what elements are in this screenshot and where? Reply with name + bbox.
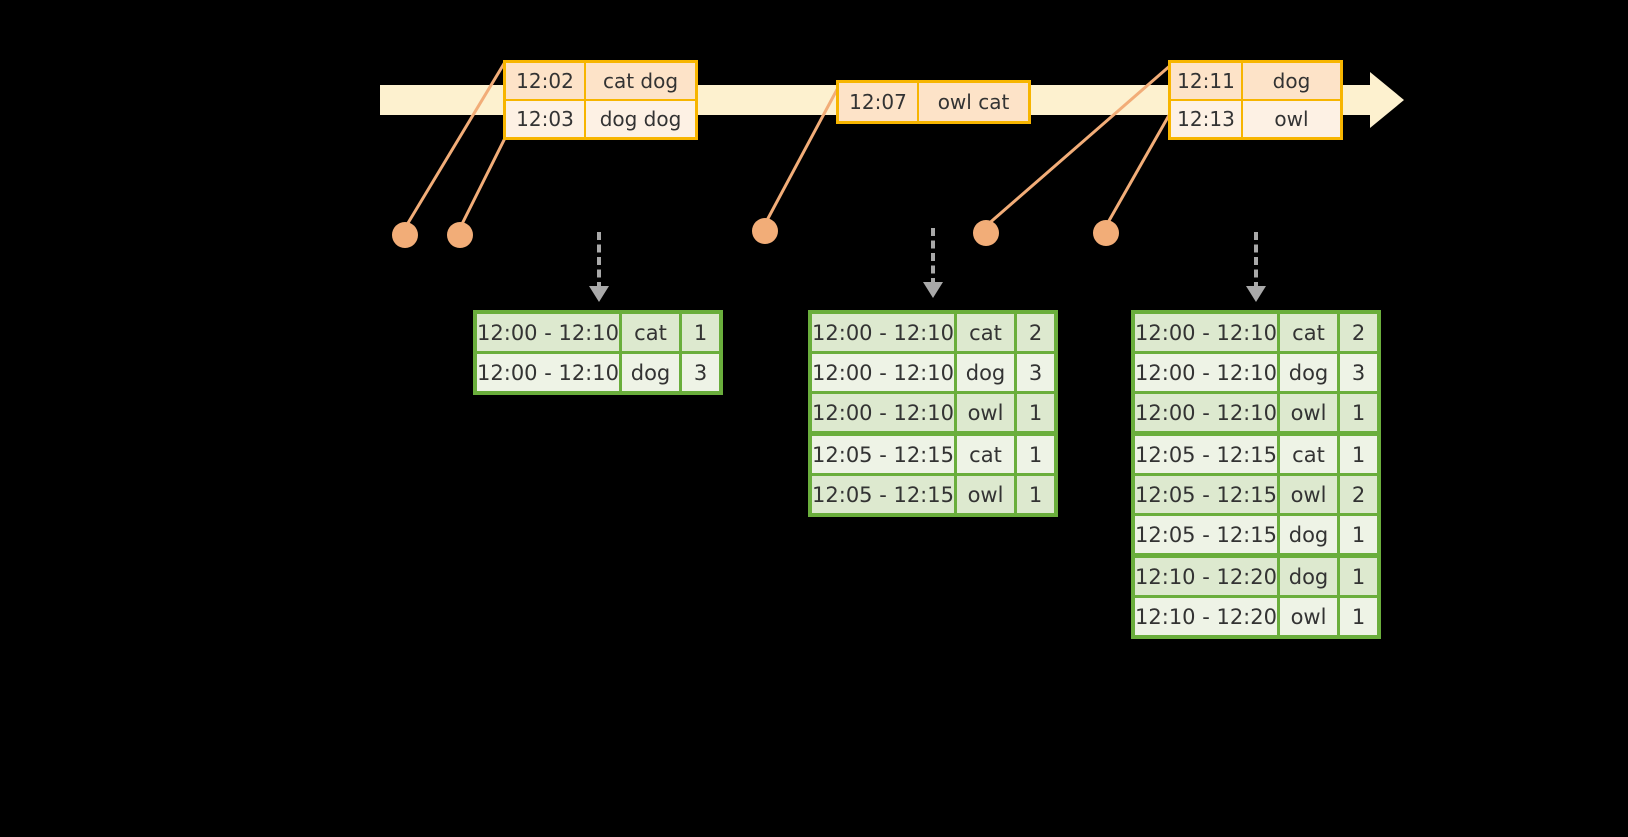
cell-count: 1: [1017, 436, 1054, 473]
cell-window: 12:05 - 12:15: [1135, 476, 1280, 513]
arrow-stem: [931, 228, 935, 286]
cell-count: 1: [1340, 558, 1377, 595]
cell-word: owl: [957, 394, 1017, 431]
event-words: dog: [1272, 69, 1311, 93]
event-time: 12:11: [1171, 63, 1243, 99]
cell-count: 1: [1017, 476, 1054, 513]
cell-count: 2: [1340, 314, 1377, 351]
cell-word: owl: [1280, 476, 1340, 513]
cell-count: 2: [1340, 476, 1377, 513]
event-words: owl cat: [937, 90, 1010, 114]
event-time: 12:03: [506, 101, 586, 137]
cell-count: 2: [1017, 314, 1054, 351]
event-words: dog dog: [599, 107, 682, 131]
event-words: cat dog: [602, 69, 679, 93]
cell-word: cat: [1280, 314, 1340, 351]
cell-word: dog: [1280, 516, 1340, 553]
cell-word: dog: [1280, 354, 1340, 391]
timeline-arrowhead-icon: [1370, 72, 1404, 128]
event-group-c: 12:11 dog 12:13 owl: [1168, 60, 1343, 140]
event-row: 12:02 cat dog: [506, 63, 695, 99]
cell-window: 12:05 - 12:15: [812, 436, 957, 473]
cell-window: 12:05 - 12:15: [812, 476, 957, 513]
event-group-a: 12:02 cat dog 12:03 dog dog: [503, 60, 698, 140]
cell-word: cat: [1280, 436, 1340, 473]
cell-window: 12:10 - 12:20: [1135, 558, 1280, 595]
cell-window: 12:00 - 12:10: [1135, 314, 1280, 351]
event-row: 12:07 owl cat: [839, 83, 1028, 121]
cell-count: 1: [1340, 516, 1377, 553]
connector-line: [1104, 109, 1174, 227]
connector-line: [458, 131, 510, 229]
cell-window: 12:10 - 12:20: [1135, 598, 1280, 635]
event-dot: [973, 220, 999, 246]
cell-word: dog: [957, 354, 1017, 391]
cell-count: 1: [1017, 394, 1054, 431]
event-group-b: 12:07 owl cat: [836, 80, 1031, 124]
cell-word: cat: [957, 314, 1017, 351]
cell-count: 3: [1017, 354, 1054, 391]
cell-word: dog: [622, 354, 682, 391]
arrow-head: [589, 286, 609, 302]
cell-window: 12:00 - 12:10: [812, 314, 957, 351]
cell-count: 1: [1340, 436, 1377, 473]
arrow-head: [923, 282, 943, 298]
event-time: 12:07: [839, 83, 919, 121]
arrow-stem: [1254, 232, 1258, 290]
cell-window: 12:05 - 12:15: [1135, 436, 1280, 473]
cell-count: 1: [1340, 394, 1377, 431]
event-time: 12:02: [506, 63, 586, 99]
cell-window: 12:00 - 12:10: [477, 314, 622, 351]
event-row: 12:03 dog dog: [506, 99, 695, 137]
event-dot: [392, 222, 418, 248]
arrow-head: [1246, 286, 1266, 302]
event-time: 12:13: [1171, 101, 1243, 137]
event-dot: [447, 222, 473, 248]
event-row: 12:11 dog: [1171, 63, 1340, 99]
cell-window: 12:00 - 12:10: [1135, 394, 1280, 431]
event-dot: [1093, 220, 1119, 246]
cell-word: dog: [1280, 558, 1340, 595]
event-dot: [752, 218, 778, 244]
cell-window: 12:00 - 12:10: [812, 394, 957, 431]
cell-window: 12:05 - 12:15: [1135, 516, 1280, 553]
cell-count: 3: [682, 354, 719, 391]
cell-window: 12:00 - 12:10: [1135, 354, 1280, 391]
cell-count: 1: [1340, 598, 1377, 635]
arrow-stem: [597, 232, 601, 290]
cell-word: owl: [1280, 394, 1340, 431]
cell-word: owl: [957, 476, 1017, 513]
cell-word: owl: [1280, 598, 1340, 635]
cell-count: 3: [1340, 354, 1377, 391]
event-row: 12:13 owl: [1171, 99, 1340, 137]
cell-window: 12:00 - 12:10: [812, 354, 957, 391]
cell-word: cat: [957, 436, 1017, 473]
event-words: owl: [1274, 107, 1309, 131]
cell-window: 12:00 - 12:10: [477, 354, 622, 391]
cell-count: 1: [682, 314, 719, 351]
cell-word: cat: [622, 314, 682, 351]
